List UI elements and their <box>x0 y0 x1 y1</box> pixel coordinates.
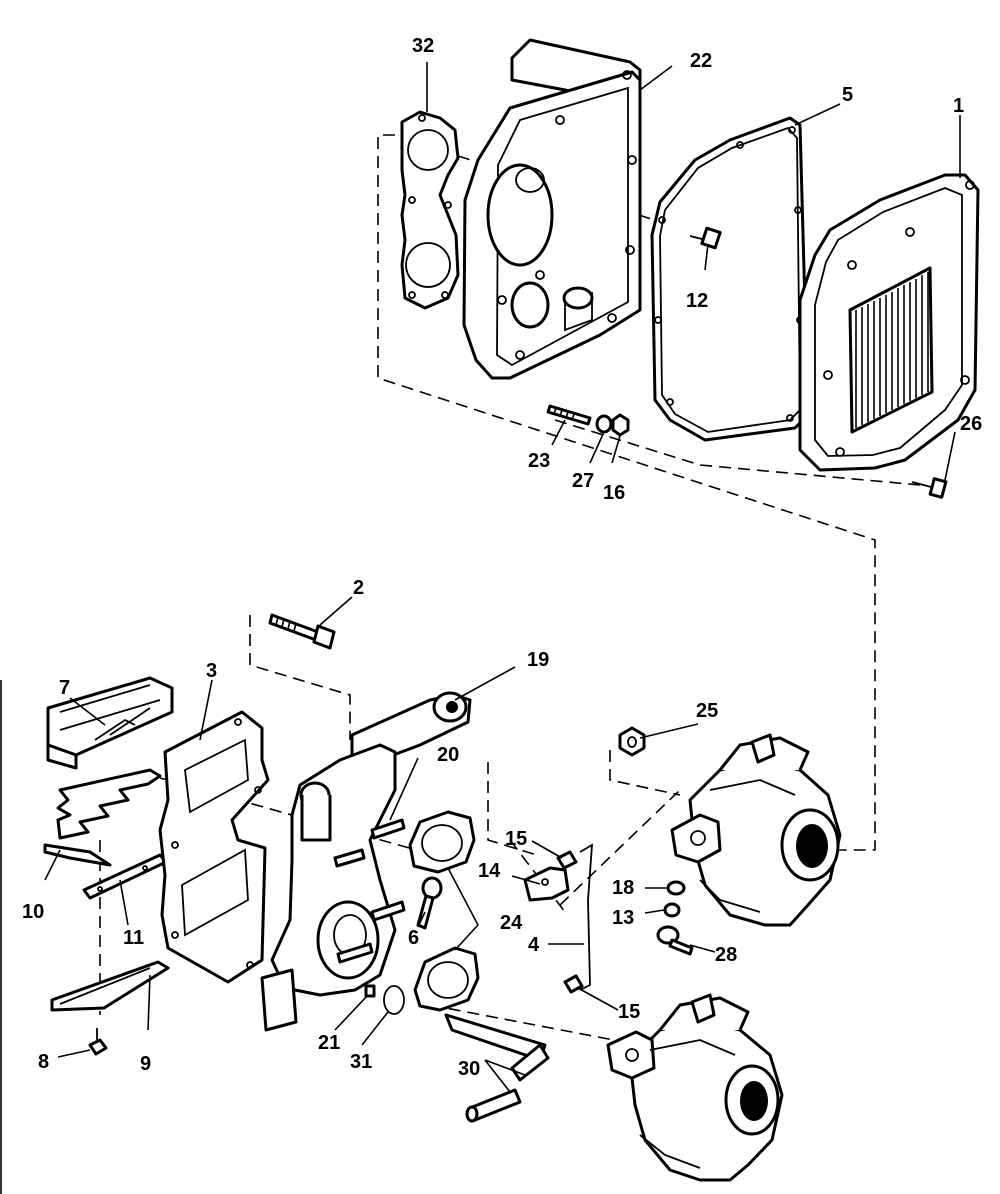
pin-21 <box>364 984 376 998</box>
link-clip-15b <box>563 974 584 994</box>
link-rod-4 <box>579 843 594 991</box>
callout-4: 4 <box>528 934 540 956</box>
callout-26: 26 <box>960 413 982 435</box>
reed-gasket-3 <box>158 710 270 984</box>
screw-28 <box>656 925 694 956</box>
screw-8 <box>88 1028 108 1056</box>
stud-23 <box>546 404 592 426</box>
reed-block-7 <box>46 676 174 770</box>
callout-11: 11 <box>123 927 144 949</box>
callout-32: 32 <box>412 35 434 57</box>
callout-22: 22 <box>690 50 712 72</box>
nut-16 <box>611 413 630 437</box>
callout-15-lower: 15 <box>618 1001 640 1023</box>
callout-2: 2 <box>353 577 364 599</box>
leader-lines <box>44 62 961 1093</box>
carburetor-upper <box>670 733 842 927</box>
callout-21: 21 <box>318 1032 340 1054</box>
nut-25 <box>618 726 646 757</box>
callout-24: 24 <box>500 912 523 934</box>
callout-12: 12 <box>686 290 708 312</box>
lockwasher-18 <box>666 880 686 896</box>
callout-10: 10 <box>22 901 44 923</box>
gasket-5 <box>650 116 810 442</box>
gasket-32 <box>400 110 460 310</box>
callout-labels: 1 2 3 4 5 6 7 8 9 10 11 12 13 14 15 15 1… <box>22 35 982 1080</box>
bolt-26 <box>911 477 948 499</box>
callout-31: 31 <box>350 1051 372 1073</box>
manifold-cover-22 <box>462 38 642 380</box>
clip-31 <box>383 985 405 1015</box>
studs-20 <box>333 818 406 964</box>
callout-5: 5 <box>842 84 853 106</box>
callout-8: 8 <box>38 1051 49 1073</box>
callout-25: 25 <box>696 700 718 722</box>
washer-27 <box>595 414 613 434</box>
callout-30: 30 <box>458 1058 480 1080</box>
carburetor-lower <box>606 993 784 1182</box>
callout-27: 27 <box>572 470 594 492</box>
callout-6: 6 <box>408 927 419 949</box>
callout-3: 3 <box>206 660 217 682</box>
callout-23: 23 <box>528 450 550 472</box>
callout-15-upper: 15 <box>505 828 527 850</box>
callout-1: 1 <box>953 95 964 117</box>
reed-plate-9 <box>50 960 170 1012</box>
callout-18: 18 <box>612 877 634 899</box>
reed-petals-10 <box>43 768 162 867</box>
carburetor-gasket-24b <box>413 946 480 1012</box>
intake-manifold-19 <box>260 691 472 1032</box>
callout-9: 9 <box>140 1053 151 1075</box>
linkage-bracket-14 <box>523 866 570 902</box>
callout-16: 16 <box>603 482 625 504</box>
bolt-2 <box>268 613 336 650</box>
callout-28: 28 <box>715 944 737 966</box>
washer-13 <box>663 902 681 918</box>
callout-7: 7 <box>59 677 70 699</box>
callout-14: 14 <box>478 860 501 882</box>
callout-13: 13 <box>612 907 634 929</box>
callout-20: 20 <box>437 744 459 766</box>
callout-19: 19 <box>527 649 549 671</box>
link-clip-15a <box>556 850 578 870</box>
hoses-30 <box>444 1013 550 1123</box>
intake-cover-1 <box>798 173 980 472</box>
carburetor-gasket-24a <box>408 810 476 874</box>
